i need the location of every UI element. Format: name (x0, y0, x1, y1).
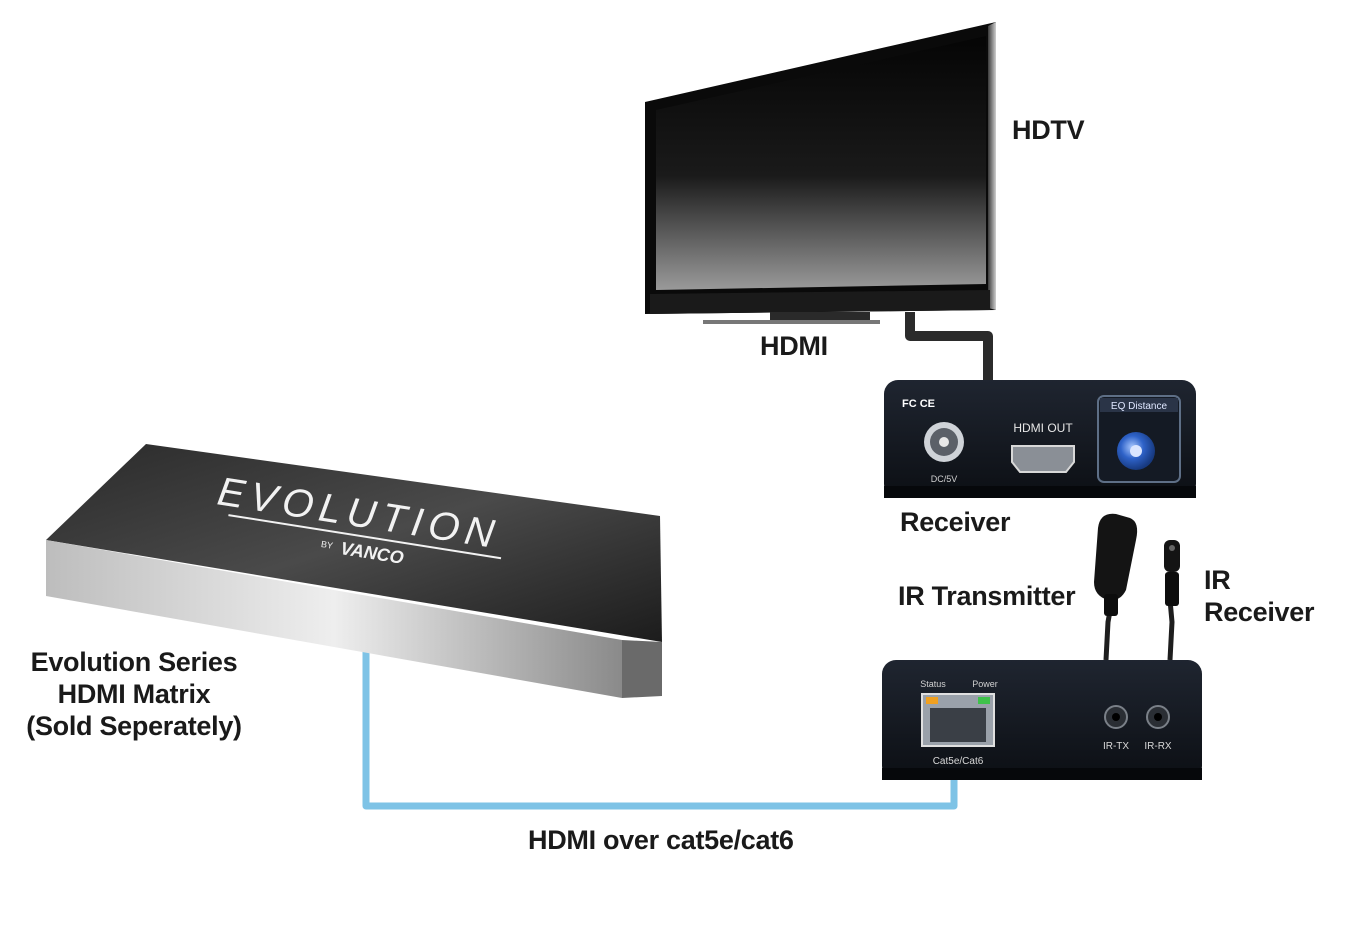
eq-dial-center (1130, 445, 1142, 457)
hdmi-label: HDMI (760, 331, 828, 361)
receiver-base (884, 486, 1196, 498)
ir-rx-label: IR-RX (1144, 741, 1172, 752)
status-label: Status (920, 679, 946, 689)
matrix-label-line2: HDMI Matrix (57, 679, 211, 709)
receiver-unit: FC CE DC/5V HDMI OUT EQ Distance (884, 380, 1196, 498)
matrix-side (622, 640, 662, 698)
matrix-top (46, 444, 662, 642)
power-label: Power (972, 679, 998, 689)
ir-receiver-plug (1165, 572, 1179, 606)
tv-stand-base (703, 320, 880, 324)
ir-receiver-label-line1: IR (1204, 565, 1231, 595)
ir-transmitter (1094, 513, 1138, 616)
cat-cable (362, 652, 958, 810)
ir-tx-label: IR-TX (1103, 741, 1129, 752)
tv-stand (770, 312, 870, 322)
hdmi-matrix: EVOLUTION BY VANCO (46, 444, 662, 698)
ir-tx-jack-hole (1112, 713, 1120, 721)
evolution-logo-underline (228, 514, 502, 560)
cable-label: HDMI over cat5e/cat6 (528, 825, 794, 855)
tv-chin (650, 290, 990, 314)
status-led-icon (926, 697, 938, 704)
power-jack-label: DC/5V (931, 474, 958, 484)
transmitter-unit: Status Power Cat5e/Cat6 IR-TX IR-RX (882, 660, 1202, 780)
receiver-label: Receiver (900, 507, 1011, 537)
ir-receiver-icon (1164, 540, 1180, 572)
hdtv (645, 22, 996, 324)
power-led-icon (978, 697, 990, 704)
ir-receiver (1164, 540, 1180, 606)
ir-receiver-label: IR Receiver (1204, 564, 1315, 628)
matrix-front (46, 540, 622, 698)
tv-screen (656, 36, 986, 290)
ir-transmitter-icon (1094, 513, 1138, 601)
ir-transmitter-label: IR Transmitter (898, 581, 1076, 611)
hdmi-port-icon (1011, 445, 1075, 473)
eq-distance-label: EQ Distance (1111, 401, 1168, 412)
hdmi-out-label: HDMI OUT (1013, 421, 1073, 435)
ir-transmitter-plug (1104, 594, 1118, 616)
matrix-label: Evolution Series HDMI Matrix (Sold Seper… (14, 646, 254, 742)
ir-receiver-eye (1169, 545, 1175, 551)
maker-prefix: BY (320, 539, 333, 551)
eq-title-bar (1100, 398, 1178, 412)
transmitter-base (882, 768, 1202, 780)
ir-receiver-label-line2: Receiver (1204, 597, 1315, 627)
power-jack-pin (939, 437, 949, 447)
transmitter-body (882, 660, 1202, 780)
hdtv-label: HDTV (1012, 115, 1085, 145)
matrix-label-line3: (Sold Seperately) (26, 711, 242, 741)
rj45-port-inner (930, 708, 986, 742)
rj45-label: Cat5e/Cat6 (933, 756, 984, 767)
ir-rx-jack-hole (1154, 713, 1162, 721)
tv-bezel-edge (988, 22, 996, 310)
matrix-label-line1: Evolution Series (30, 647, 238, 677)
ir-rx-cable (1167, 599, 1175, 661)
cert-marks: FC CE (902, 398, 935, 410)
hdmi-cable (905, 312, 993, 384)
